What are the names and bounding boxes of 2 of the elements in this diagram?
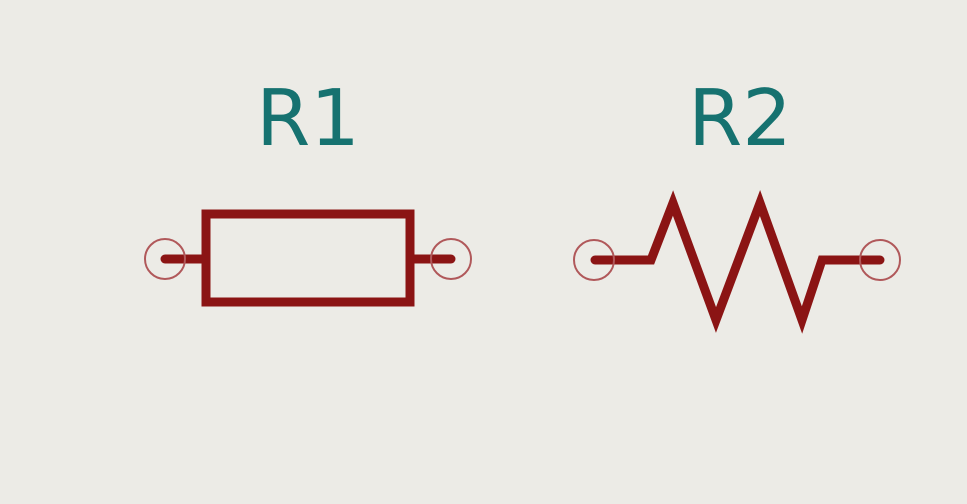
- reference-designator: R1: [256, 80, 360, 158]
- reference-designator: R2: [688, 80, 792, 158]
